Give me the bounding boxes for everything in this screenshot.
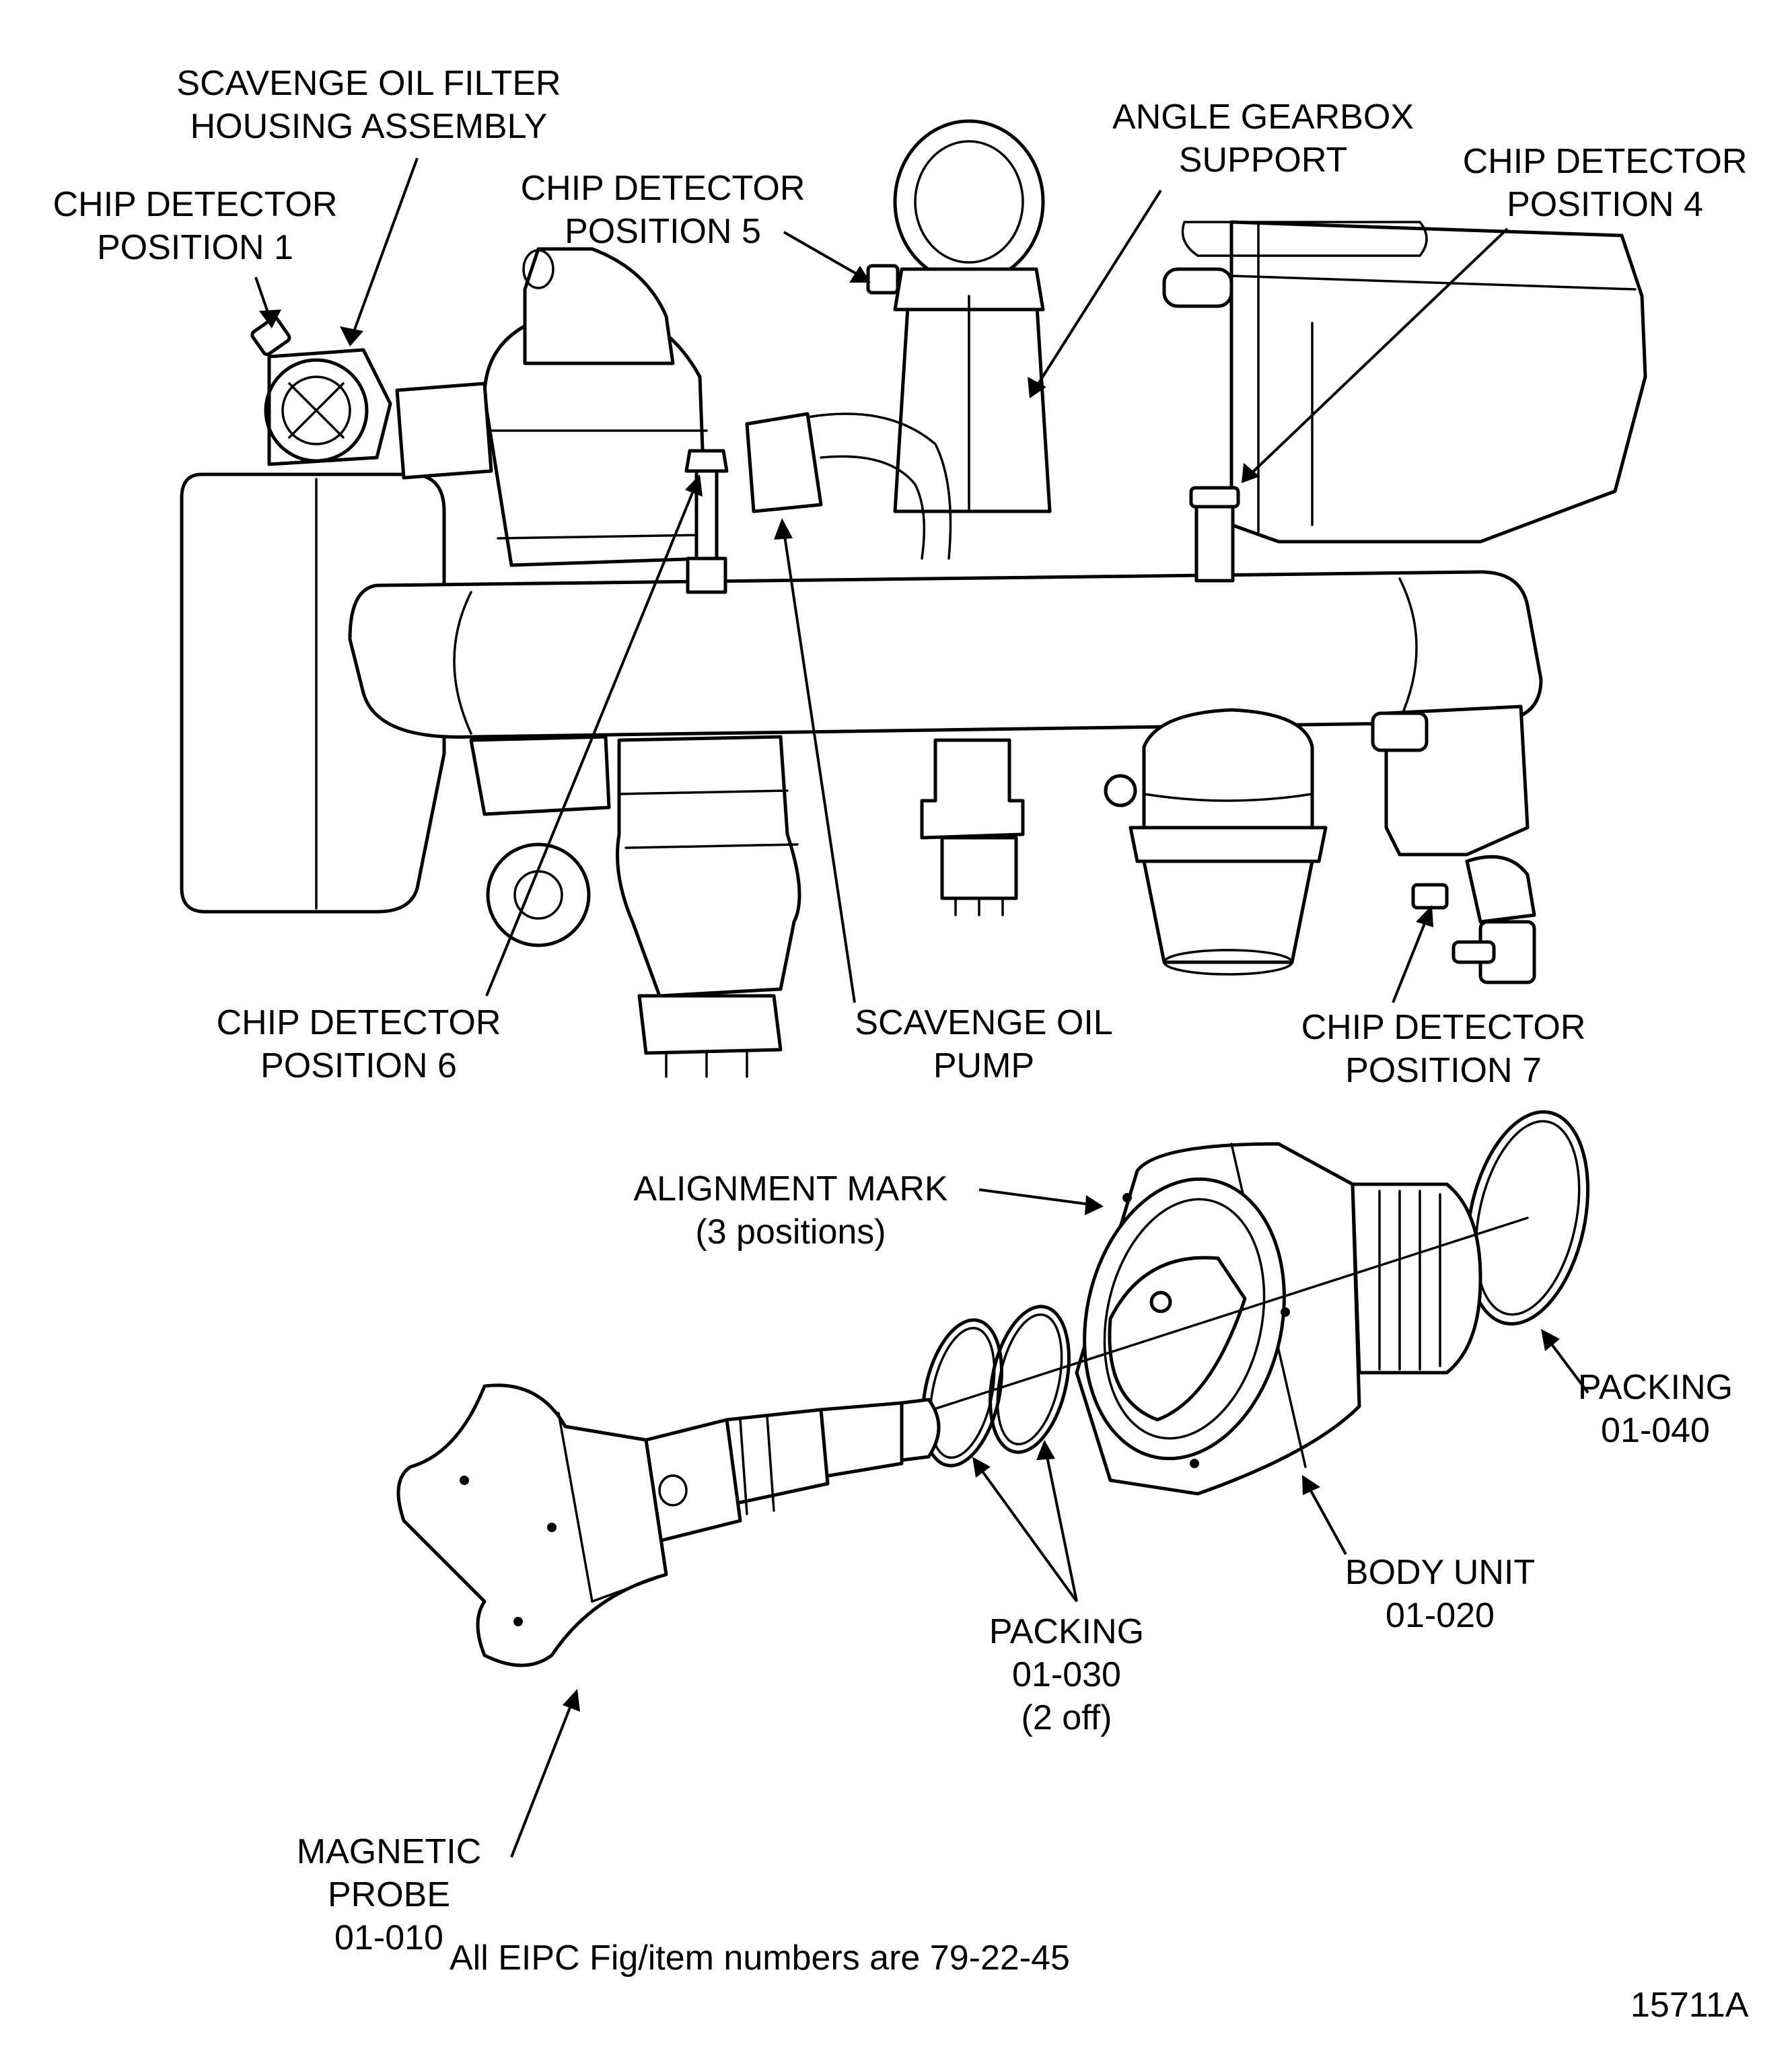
chip-detector-1 xyxy=(250,316,291,357)
figure-number: 15711A xyxy=(1630,1986,1749,2025)
scavenge-pump-box xyxy=(745,412,823,513)
footer-note: All EIPC Fig/item numbers are 79-22-45 xyxy=(450,1939,1070,1978)
chip-detector-5 xyxy=(866,264,900,295)
bottom-leaders xyxy=(510,1188,1589,1858)
bell-outlet xyxy=(1142,708,1314,830)
chip-detector-6 xyxy=(684,449,729,473)
chip-detector-7 xyxy=(1411,883,1449,910)
chip-detector-4 xyxy=(1189,486,1240,509)
top-leaders xyxy=(254,157,1509,1003)
gearbox-housing xyxy=(1229,220,1647,544)
packing-030-ring-b xyxy=(989,1305,1071,1454)
lower-pump-left xyxy=(616,735,801,998)
engine-assembly xyxy=(180,119,1647,1078)
magnetic-probe xyxy=(900,1398,941,1462)
label-alignment-mark: ALIGNMENT MARK(3 positions) xyxy=(633,1169,948,1252)
packing-040-ring xyxy=(1465,1110,1590,1326)
chip-detector-exploded xyxy=(396,1110,1590,1667)
angle-gearbox-support xyxy=(893,294,1052,513)
main-manifold xyxy=(348,570,1543,739)
lower-pump-circle xyxy=(486,842,591,947)
drop-pipe xyxy=(920,738,1025,840)
